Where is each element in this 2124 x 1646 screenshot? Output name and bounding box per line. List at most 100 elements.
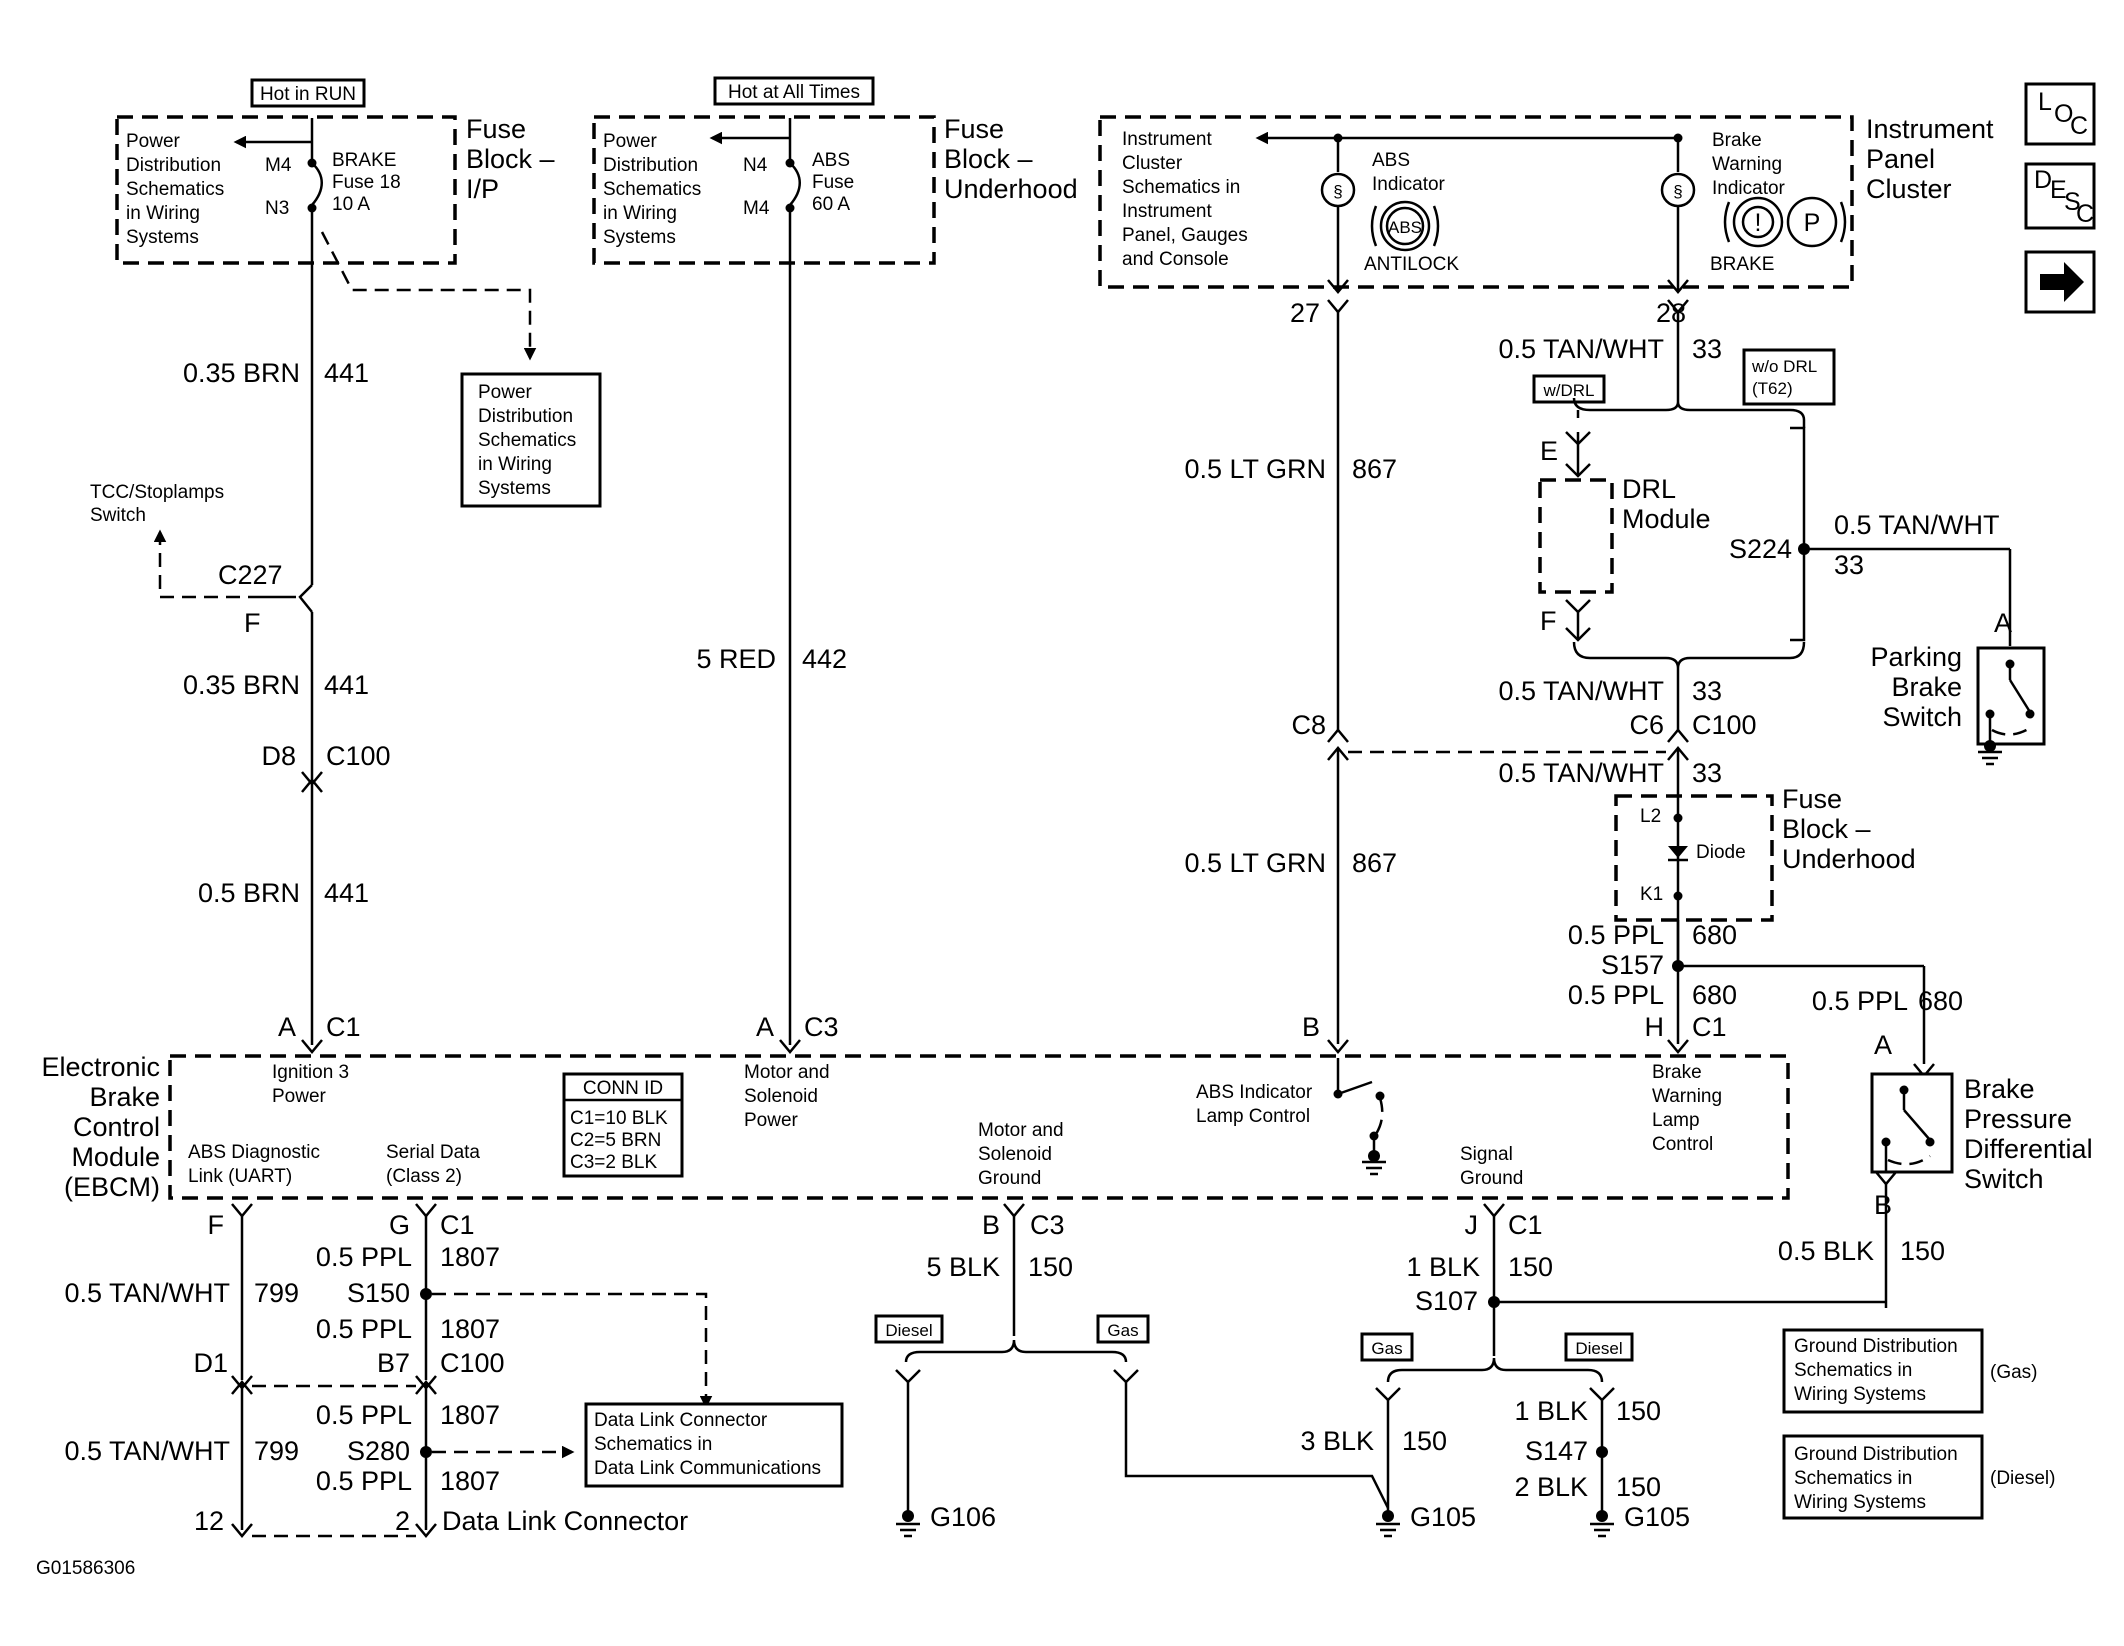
diesel-paren-label: (Diesel)	[1990, 1468, 2055, 1489]
brake-label: BRAKE	[1710, 254, 1774, 275]
wire-442-color: 5 RED	[696, 644, 776, 674]
drl-pin-f: F	[1540, 606, 1557, 636]
svg-text:§: §	[1673, 182, 1682, 201]
nav-loc-button[interactable]: L O C	[2024, 82, 2096, 146]
g105-a-label: G105	[1410, 1502, 1476, 1532]
wire-150-s-color: 1 BLK	[1406, 1252, 1480, 1282]
wire-1807-num-a: 1807	[440, 1242, 500, 1272]
wire-1807-color-d: 0.5 PPL	[316, 1466, 412, 1496]
s150-label: S150	[347, 1278, 410, 1308]
wire-150-r-num: 150	[1900, 1236, 1945, 1266]
s224-label: S224	[1729, 534, 1792, 564]
pin-j: J	[1465, 1210, 1479, 1240]
wire-1807-color-c: 0.5 PPL	[316, 1400, 412, 1430]
wire-33-num-c: 33	[1692, 676, 1722, 706]
conn-id-header: CONN ID	[583, 1078, 663, 1099]
d8-label: D8	[261, 741, 296, 771]
pin-h: H	[1645, 1012, 1665, 1042]
hot-all-times-label: Hot at All Times	[728, 82, 860, 103]
pin-n4: N4	[743, 155, 768, 176]
wire-867-color-a: 0.5 LT GRN	[1184, 454, 1326, 484]
conn-id-c1: C1=10 BLK	[570, 1108, 668, 1129]
s157-label: S157	[1601, 950, 1664, 980]
wire-867-num-a: 867	[1352, 454, 1397, 484]
wire-441-num-b: 441	[324, 670, 369, 700]
wire-867-num-b: 867	[1352, 848, 1397, 878]
wire-1807-color-b: 0.5 PPL	[316, 1314, 412, 1344]
wire-150-d1-num: 150	[1616, 1396, 1661, 1426]
right-arrow-icon	[2040, 262, 2084, 302]
svg-text:L: L	[2038, 88, 2052, 116]
wire-150-d2-color: 2 BLK	[1514, 1472, 1588, 1502]
wire-1807-color-a: 0.5 PPL	[316, 1242, 412, 1272]
wire-442: 5 RED 442 A C3	[696, 208, 847, 1054]
wire-680-num-b: 680	[1692, 980, 1737, 1010]
wire-150-r-color: 0.5 BLK	[1778, 1236, 1874, 1266]
pin-m4: M4	[265, 155, 292, 176]
wire-33: 28 0.5 TAN/WHT 33 w/o DRL(T62) w/DRL E D…	[1498, 298, 2012, 962]
wire-680-num-c: 680	[1918, 986, 1963, 1016]
abs-symbol: ABS	[1388, 218, 1422, 237]
data-link-wiring: F G C1 0.5 PPL 1807 0.5 TAN/WHT 799 S150…	[64, 1203, 844, 1538]
svg-text:O: O	[2054, 100, 2073, 128]
conn-id-c3: C3=2 BLK	[570, 1152, 657, 1173]
wire-150-g-color: 3 BLK	[1300, 1426, 1374, 1456]
wire-33-num-d: 33	[1692, 758, 1722, 788]
nav-desc-button[interactable]: D E S C	[2024, 162, 2096, 230]
diesel-label-2: Diesel	[1575, 1339, 1622, 1358]
svg-text:D: D	[2034, 166, 2052, 194]
c1-d-label: C1	[1508, 1210, 1543, 1240]
gas-label-1: Gas	[1107, 1321, 1138, 1340]
wire-33-num-a: 33	[1692, 334, 1722, 364]
pin-b-ebcm: B	[1302, 1012, 1320, 1042]
diesel-label-1: Diesel	[885, 1321, 932, 1340]
wire-150-s-num: 150	[1508, 1252, 1553, 1282]
wire-799-num-b: 799	[254, 1436, 299, 1466]
s107-label: S107	[1415, 1286, 1478, 1316]
dlc-label: Data Link Connector	[442, 1506, 688, 1536]
bpds-pin-a: A	[1874, 1030, 1892, 1060]
wire-680-num-a: 680	[1692, 920, 1737, 950]
nav-next-arrow-button[interactable]	[2024, 250, 2096, 314]
w-drl-label: w/DRL	[1542, 381, 1594, 400]
pin-g-dl: G	[389, 1210, 410, 1240]
c100-a-label: C100	[326, 741, 391, 771]
wire-680-color-b: 0.5 PPL	[1568, 980, 1664, 1010]
wire-441-color-a: 0.35 BRN	[183, 358, 300, 388]
antilock-label: ANTILOCK	[1364, 254, 1459, 275]
c8-label: C8	[1291, 710, 1326, 740]
c1-c-label: C1	[440, 1210, 475, 1240]
pin-m4-b: M4	[743, 198, 770, 219]
wire-867: 27 0.5 LT GRN 867 C8 0.5 LT GRN 867 B	[1184, 298, 1666, 1054]
svg-text:C: C	[2076, 200, 2094, 228]
wire-680-color-a: 0.5 PPL	[1568, 920, 1664, 950]
svg-text:§: §	[1333, 182, 1342, 201]
c100-b-label: C100	[1692, 710, 1757, 740]
c3-b-label: C3	[1030, 1210, 1065, 1240]
pin-27: 27	[1290, 298, 1320, 328]
wire-441-num-a: 441	[324, 358, 369, 388]
